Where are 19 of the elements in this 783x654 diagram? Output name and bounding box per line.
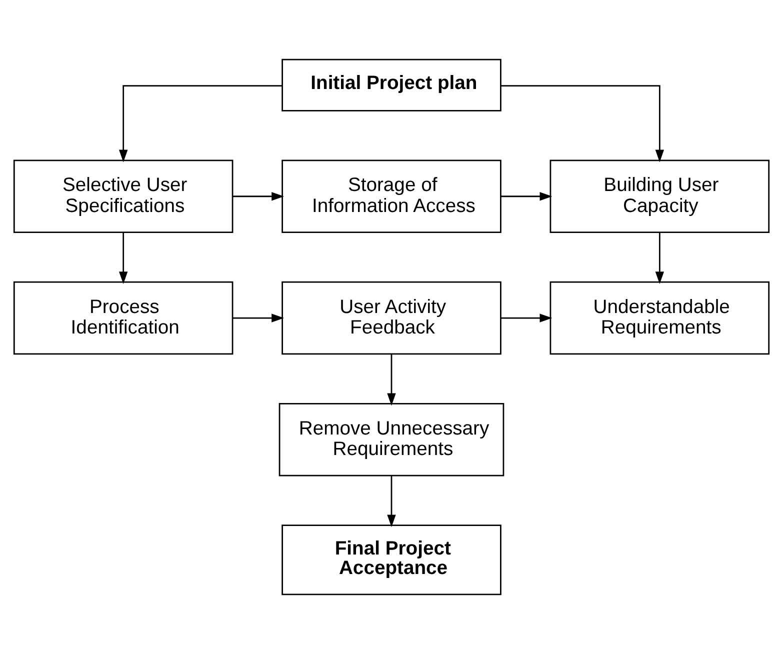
arrow: [118, 85, 282, 162]
arrow: [232, 314, 284, 322]
node-box: Final Project Acceptance: [282, 524, 502, 596]
arrow: [500, 314, 552, 322]
node-box: Understandable Requirements: [550, 281, 770, 355]
arrow: [655, 232, 664, 284]
node-box: Selective User Specifications: [13, 160, 234, 233]
node-box: Process Identification: [13, 281, 234, 355]
node-box: Storage of Information Access: [282, 160, 502, 233]
arrow: [387, 476, 396, 528]
arrow: [118, 232, 128, 284]
arrow: [500, 85, 664, 162]
arrow: [500, 192, 552, 201]
node-box: Building User Capacity: [550, 160, 770, 233]
arrow: [232, 192, 284, 201]
node-box: Remove Unnecessary Requirements: [278, 403, 504, 476]
node-box: Initial Project plan: [282, 58, 502, 112]
arrow: [387, 354, 396, 406]
node-box: User Activity Feedback: [282, 281, 502, 355]
